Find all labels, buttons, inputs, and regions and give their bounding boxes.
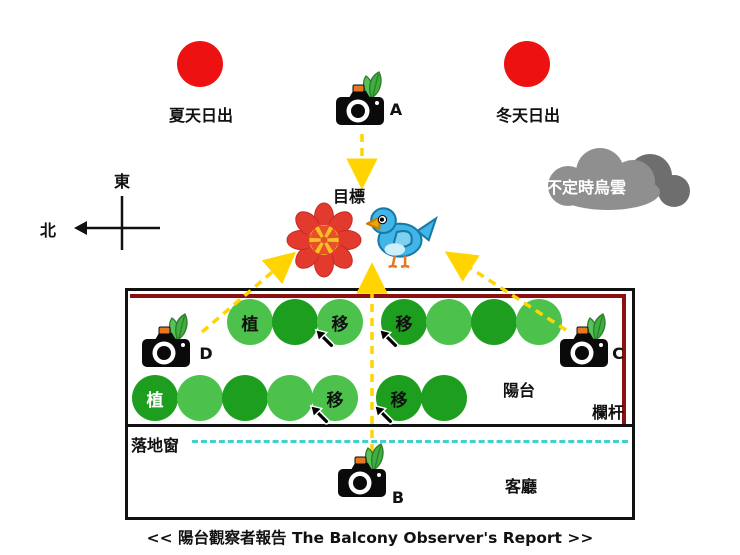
plant-circle-label: 移 (331, 314, 349, 335)
railing-top-line (130, 294, 626, 298)
sliding-window-line (192, 440, 628, 443)
window-label: 落地窗 (131, 436, 180, 455)
plant-circle (471, 299, 517, 345)
camera-b-icon (334, 442, 394, 502)
plant-circle-label: 移 (326, 390, 344, 411)
plant-circle (177, 375, 223, 421)
camera-c-label: C (612, 344, 624, 363)
plant-circle (222, 375, 268, 421)
compass-north-label: 北 (39, 221, 56, 240)
camera-a-label: A (389, 100, 403, 119)
compass-east-label: 東 (113, 172, 130, 191)
target-label: 目標 (332, 187, 365, 206)
living-room-label: 客廳 (504, 477, 537, 496)
plant-circle (267, 375, 313, 421)
camera-a-icon (332, 70, 392, 130)
plant-circle: 移 (376, 375, 422, 421)
plant-circle-label: 移 (390, 390, 408, 411)
move-arrow-icon (376, 326, 400, 350)
move-arrow-icon (312, 326, 336, 350)
summer-sun-icon (177, 41, 223, 87)
plant-circle: 植 (227, 299, 273, 345)
plant-circle: 移 (317, 299, 363, 345)
plant-circle (421, 375, 467, 421)
camera-d-label: D (199, 344, 213, 363)
move-arrow-icon (371, 402, 395, 426)
summer-sunrise-label: 夏天日出 (168, 106, 233, 125)
move-arrow-icon (307, 402, 331, 426)
camera-d-icon (138, 312, 198, 372)
camera-b-label: B (391, 488, 405, 507)
report-caption: << 陽台觀察者報告 The Balcony Observer's Report… (146, 529, 594, 547)
plant-circle (426, 299, 472, 345)
balcony-livingroom-divider (128, 424, 632, 427)
dark-cloud-icon (548, 148, 690, 210)
plant-circle-label: 移 (395, 314, 413, 335)
plant-circle-label: 植 (146, 390, 164, 411)
flower-icon (286, 202, 362, 278)
plant-circle: 植 (132, 375, 178, 421)
balcony-label: 陽台 (502, 381, 535, 400)
winter-sunrise-label: 冬天日出 (495, 106, 560, 125)
camera-c-icon (556, 312, 616, 372)
compass-icon (74, 196, 160, 250)
winter-sun-icon (504, 41, 550, 87)
plant-circle: 移 (312, 375, 358, 421)
railing-right-line (622, 294, 626, 424)
cloud-label: 不定時烏雲 (546, 178, 627, 197)
plant-circle: 移 (381, 299, 427, 345)
bird-icon (366, 207, 438, 269)
plant-row-top: 植移移 (227, 299, 562, 345)
railing-label: 欄杆 (591, 403, 624, 422)
plant-circle-label: 植 (241, 314, 259, 335)
plant-row-bottom: 植移移 (132, 375, 467, 421)
